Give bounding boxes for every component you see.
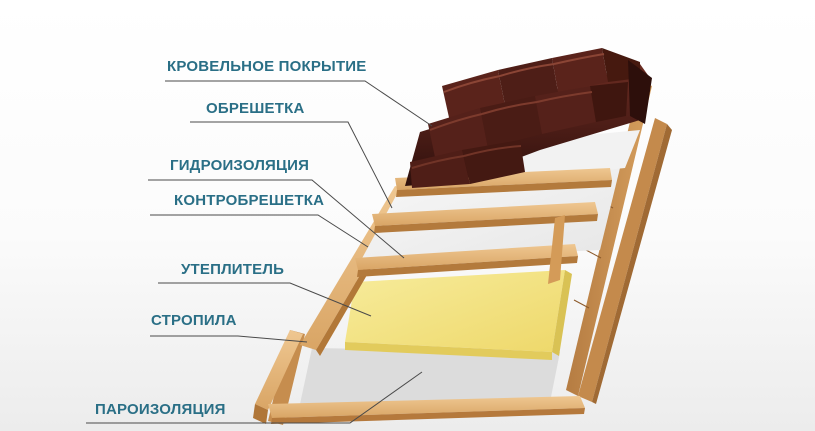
counter-battens xyxy=(355,244,578,277)
leader-waterproofing xyxy=(148,179,405,259)
label-insulation: УТЕПЛИТЕЛЬ xyxy=(181,261,285,278)
label-counter-battens: КОНТРОБРЕШЕТКА xyxy=(174,192,325,209)
rafter-left xyxy=(253,330,305,425)
leader-lines xyxy=(86,80,433,424)
rafter-side-wall xyxy=(566,80,672,404)
battens xyxy=(372,168,612,284)
leader-rafters xyxy=(150,335,308,343)
leader-roofing xyxy=(165,80,433,127)
leader-vapor-barrier xyxy=(86,371,423,424)
vapor-barrier-layer xyxy=(300,348,560,412)
bottom-board xyxy=(268,396,585,424)
roofing-tiles xyxy=(405,48,652,188)
leader-battens xyxy=(190,121,393,209)
leader-insulation xyxy=(158,282,372,317)
label-roofing: КРОВЕЛЬНОЕ ПОКРЫТИЕ xyxy=(167,58,367,75)
label-rafters: СТРОПИЛА xyxy=(151,312,237,329)
insulation-layer xyxy=(345,270,572,360)
leader-counter-battens xyxy=(150,214,369,248)
label-vapor-barrier: ПАРОИЗОЛЯЦИЯ xyxy=(95,401,226,418)
label-waterproofing: ГИДРОИЗОЛЯЦИЯ xyxy=(170,157,310,174)
label-battens: ОБРЕШЕТКА xyxy=(206,100,305,117)
